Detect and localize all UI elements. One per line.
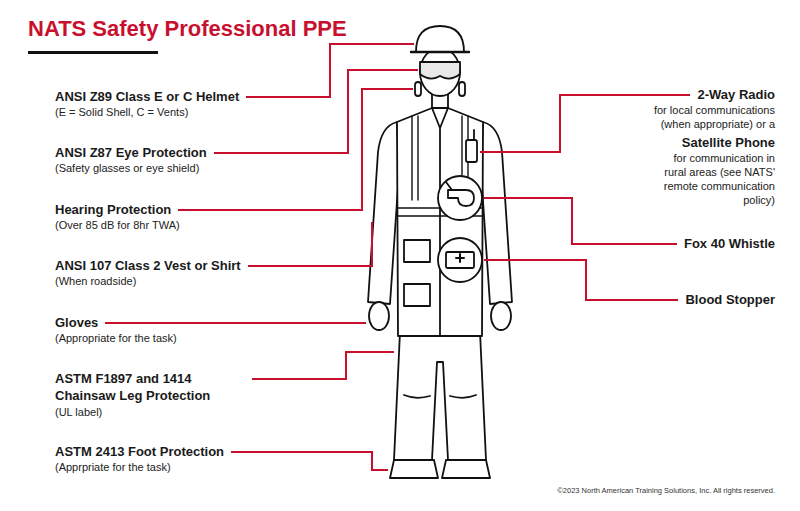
ear-protection <box>415 82 421 96</box>
leader-line <box>105 322 366 324</box>
part-note: (UL label) <box>55 405 102 419</box>
leader-line <box>214 70 418 153</box>
radio-icon <box>466 140 477 162</box>
left-arm <box>368 122 399 304</box>
left-boot <box>390 460 438 478</box>
blood-stopper-badge <box>438 238 482 282</box>
radio-antenna <box>473 130 475 140</box>
part-name: ANSI Z89 Class E or C Helmet <box>55 88 239 105</box>
whistle-icon <box>448 190 474 206</box>
part-name: ASTM F1897 and 1414 Chainsaw Leg Protect… <box>55 370 245 404</box>
part-name: Gloves <box>55 314 98 331</box>
leader-line <box>480 95 690 152</box>
part-name: Hearing Protection <box>55 201 171 218</box>
blood-stopper-icon <box>446 252 474 268</box>
title-underline <box>28 51 158 54</box>
part-name: Blood Stopper <box>685 291 775 308</box>
page-title: NATS Safety Professional PPE <box>28 16 347 42</box>
part-name: 2-Way Radio <box>697 86 775 103</box>
left-glove <box>369 302 389 330</box>
part-name: ANSI 107 Class 2 Vest or Shirt <box>55 257 241 274</box>
part-name: ANSI Z87 Eye Protection <box>55 144 207 161</box>
part-note: (E = Solid Shell, C = Vents) <box>55 105 188 119</box>
leader-line <box>248 222 372 266</box>
helmet <box>416 26 464 52</box>
part-note: for local communications (when appropria… <box>625 103 775 131</box>
whistle-badge <box>438 176 482 220</box>
part-note: (When roadside) <box>55 274 136 288</box>
leader-line <box>252 352 394 379</box>
ear-protection <box>459 82 465 96</box>
zipper <box>439 128 441 336</box>
pocket <box>404 284 430 306</box>
part-name: Fox 40 Whistle <box>684 235 775 252</box>
chainsaw-chaps <box>394 332 486 460</box>
pocket <box>404 240 430 262</box>
part-note: for communication in rural areas (see NA… <box>657 151 775 207</box>
part-note: (Apprpriate for the task) <box>55 460 171 474</box>
leader-line <box>484 198 677 244</box>
vest-torso <box>397 108 483 336</box>
copyright-note: ©2023 North American Training Solutions,… <box>557 486 775 495</box>
part-name: ASTM 2413 Foot Protection <box>55 443 224 460</box>
right-arm <box>481 122 512 304</box>
collar <box>432 108 448 128</box>
part-note: (Safety glasses or eye shield) <box>55 161 199 175</box>
helmet-brim <box>411 51 469 53</box>
right-glove <box>491 302 511 330</box>
first-aid-cross <box>456 254 464 262</box>
part-note: (Appropriate for the task) <box>55 331 177 345</box>
part-note: (Over 85 dB for 8hr TWA) <box>55 218 180 232</box>
right-boot <box>442 460 490 478</box>
whistle-lanyard <box>446 182 452 190</box>
leader-line <box>231 452 388 470</box>
leader-lines <box>105 44 690 470</box>
safety-glasses <box>420 62 460 79</box>
part-name: Satellite Phone <box>682 134 775 151</box>
head <box>420 48 460 96</box>
leader-line <box>178 89 413 210</box>
leader-line <box>484 260 678 300</box>
knee-lines <box>404 395 476 398</box>
